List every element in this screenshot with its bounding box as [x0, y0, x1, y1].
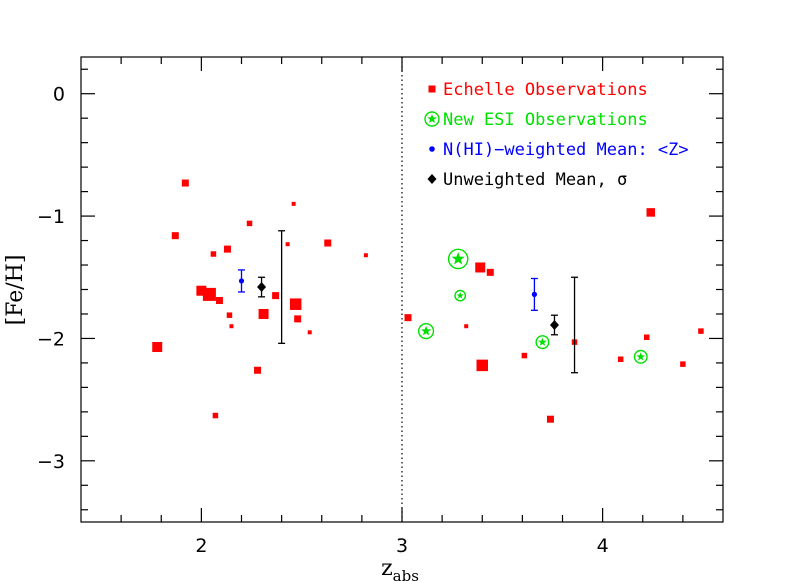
- x-ticks: 2 3 4: [120, 57, 684, 557]
- esi-point-star: [421, 325, 432, 336]
- echelle-point: [285, 242, 290, 247]
- unweighted-mean-point: [549, 319, 559, 330]
- echelle-point: [254, 366, 262, 374]
- esi-point-star: [636, 352, 646, 361]
- echelle-point: [210, 251, 217, 257]
- esi-point-ring: [633, 349, 648, 364]
- echelle-point: [486, 268, 494, 276]
- esi-point-ring: [417, 323, 435, 340]
- y-tick-label: −1: [37, 206, 65, 228]
- esi-point-ring: [447, 248, 469, 270]
- legend-circled-star-ring: [424, 111, 440, 127]
- echelle-point: [294, 315, 302, 323]
- y-axis-title: [Fe/H]: [3, 255, 28, 326]
- echelle-point: [212, 412, 219, 419]
- esi-point-star: [451, 252, 465, 265]
- echelle-point: [181, 179, 189, 187]
- echelle-point: [196, 285, 207, 296]
- echelle-point: [307, 330, 312, 335]
- echelle-point: [202, 287, 216, 301]
- echelle-point: [404, 314, 412, 322]
- y-tick-label: −2: [37, 328, 65, 350]
- x-tick-label: 2: [195, 535, 207, 557]
- y-tick-label: −3: [37, 451, 65, 473]
- echelle-point: [646, 208, 656, 217]
- legend-label: N(HI)−weighted Mean: <Z>: [443, 140, 689, 160]
- echelle-point: [324, 239, 332, 247]
- esi-point-star: [456, 291, 464, 299]
- esi-point-star: [538, 337, 547, 346]
- echelle-point: [171, 232, 179, 240]
- echelle-point: [476, 359, 488, 372]
- esi-point-ring: [535, 335, 550, 350]
- weighted-mean-point: [238, 278, 245, 284]
- echelle-point: [258, 308, 269, 319]
- legend-circled-star-marker: [427, 114, 437, 124]
- echelle-point: [521, 352, 528, 359]
- echelle-point: [680, 361, 686, 367]
- echelle-point: [272, 292, 280, 300]
- echelle-point: [215, 297, 223, 305]
- echelle-point: [698, 328, 704, 334]
- x-tick-label: 3: [396, 535, 408, 557]
- echelle-point: [152, 342, 163, 353]
- echelle-point: [226, 312, 233, 318]
- echelle-point: [291, 201, 296, 206]
- legend-label: New ESI Observations: [443, 110, 648, 130]
- legend-diamond-marker: [427, 174, 437, 184]
- echelle-point: [229, 324, 234, 329]
- echelle-point: [223, 245, 231, 253]
- echelle-point: [464, 324, 469, 329]
- x-axis-title-sub: abs: [393, 567, 419, 581]
- y-ticks: 0 −1 −2 −3: [37, 68, 723, 511]
- y-tick-label: 0: [53, 84, 65, 106]
- legend-dot-marker: [429, 146, 435, 152]
- weighted-mean-point: [531, 291, 538, 297]
- echelle-point: [644, 334, 650, 340]
- legend-square-marker: [428, 85, 436, 93]
- x-axis-title-main: z: [381, 556, 393, 581]
- legend-label: Echelle Observations: [443, 80, 648, 100]
- echelle-point: [289, 298, 302, 310]
- unweighted-mean-point: [257, 282, 267, 293]
- x-tick-label: 4: [597, 535, 609, 557]
- x-axis-title: zabs: [381, 556, 419, 581]
- legend-label: Unweighted Mean, σ: [443, 170, 627, 190]
- echelle-point: [363, 253, 368, 258]
- echelle-point: [617, 356, 624, 362]
- esi-point-ring: [454, 289, 467, 302]
- data-layer: [152, 179, 704, 423]
- echelle-point: [546, 415, 554, 423]
- echelle-point: [475, 262, 486, 273]
- echelle-point: [246, 220, 253, 227]
